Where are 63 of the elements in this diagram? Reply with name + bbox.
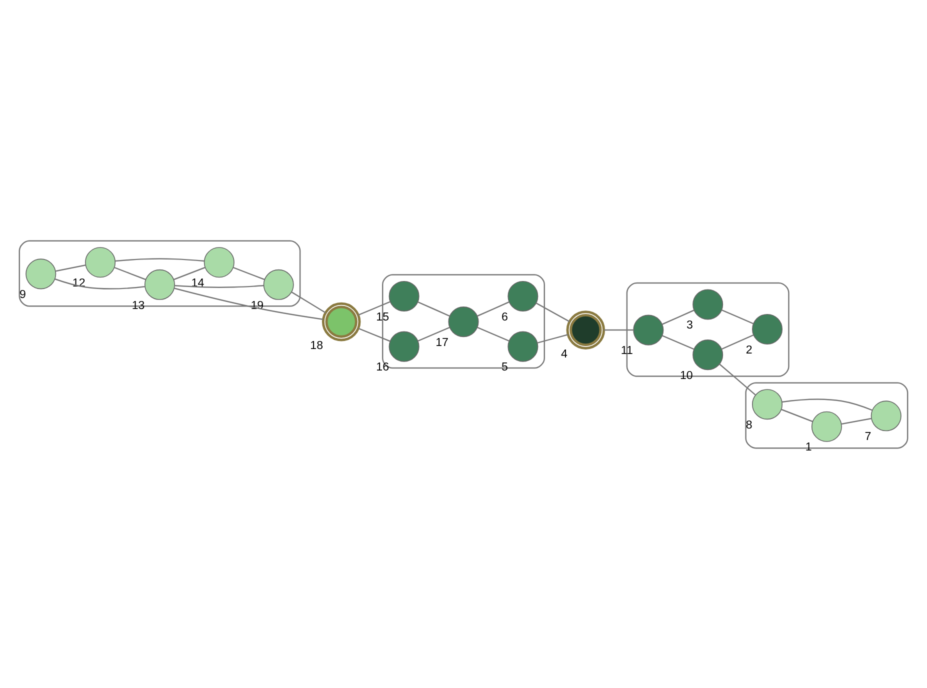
node-circle	[388, 330, 420, 362]
connector	[54, 278, 145, 289]
connector	[537, 334, 568, 343]
node-circle	[692, 339, 724, 370]
connector	[719, 363, 756, 396]
node-label: 6	[502, 310, 508, 323]
connector	[174, 266, 206, 280]
connector	[56, 264, 86, 272]
connector	[233, 266, 265, 280]
connector	[662, 309, 694, 324]
cluster	[745, 382, 908, 448]
node-label: 13	[132, 299, 145, 312]
node-label: 11	[620, 344, 633, 357]
node-label: 4	[560, 348, 568, 360]
node-label: 1	[805, 441, 812, 454]
connector	[782, 398, 872, 410]
node-circle	[85, 246, 116, 278]
node-circle	[322, 302, 361, 341]
node-circle	[752, 388, 783, 420]
node-label: 3	[686, 319, 693, 332]
connector	[418, 300, 450, 316]
node-circle	[144, 268, 175, 300]
node-label: 14	[191, 276, 204, 289]
node-circle	[448, 306, 479, 337]
node-circle	[692, 288, 724, 320]
connector	[418, 326, 450, 342]
connector	[477, 300, 510, 316]
node-label: 10	[680, 369, 693, 382]
connector	[781, 408, 813, 422]
node-label: 9	[19, 288, 26, 301]
connector	[477, 326, 510, 342]
node-label: 5	[502, 361, 508, 374]
node-circle	[633, 314, 664, 345]
connector	[841, 417, 872, 424]
node-label: 17	[436, 336, 448, 348]
connector	[662, 334, 694, 350]
connector	[722, 309, 754, 324]
node-label: 8	[746, 418, 752, 431]
node-circle	[566, 310, 606, 349]
node-label: 16	[376, 361, 390, 374]
node-circle	[388, 280, 420, 311]
connector	[358, 327, 390, 342]
connector	[604, 328, 634, 330]
connector	[114, 266, 146, 280]
node-circle	[26, 258, 56, 289]
node-circle	[263, 268, 294, 300]
node-circle	[508, 330, 538, 362]
connector	[174, 284, 264, 288]
node-circle	[508, 280, 538, 311]
connector	[174, 287, 324, 320]
connector	[358, 300, 390, 316]
node-circle	[752, 313, 783, 344]
connector	[291, 291, 326, 313]
connector	[536, 302, 570, 322]
node-circle	[811, 410, 842, 442]
node-label: 7	[864, 430, 872, 443]
connector	[115, 258, 204, 262]
node-circle	[870, 400, 902, 431]
node-label: 18	[310, 340, 323, 352]
node-circle	[204, 246, 234, 278]
node-label: 2	[746, 344, 752, 356]
connector	[722, 334, 754, 350]
node-label: 15	[376, 310, 390, 323]
